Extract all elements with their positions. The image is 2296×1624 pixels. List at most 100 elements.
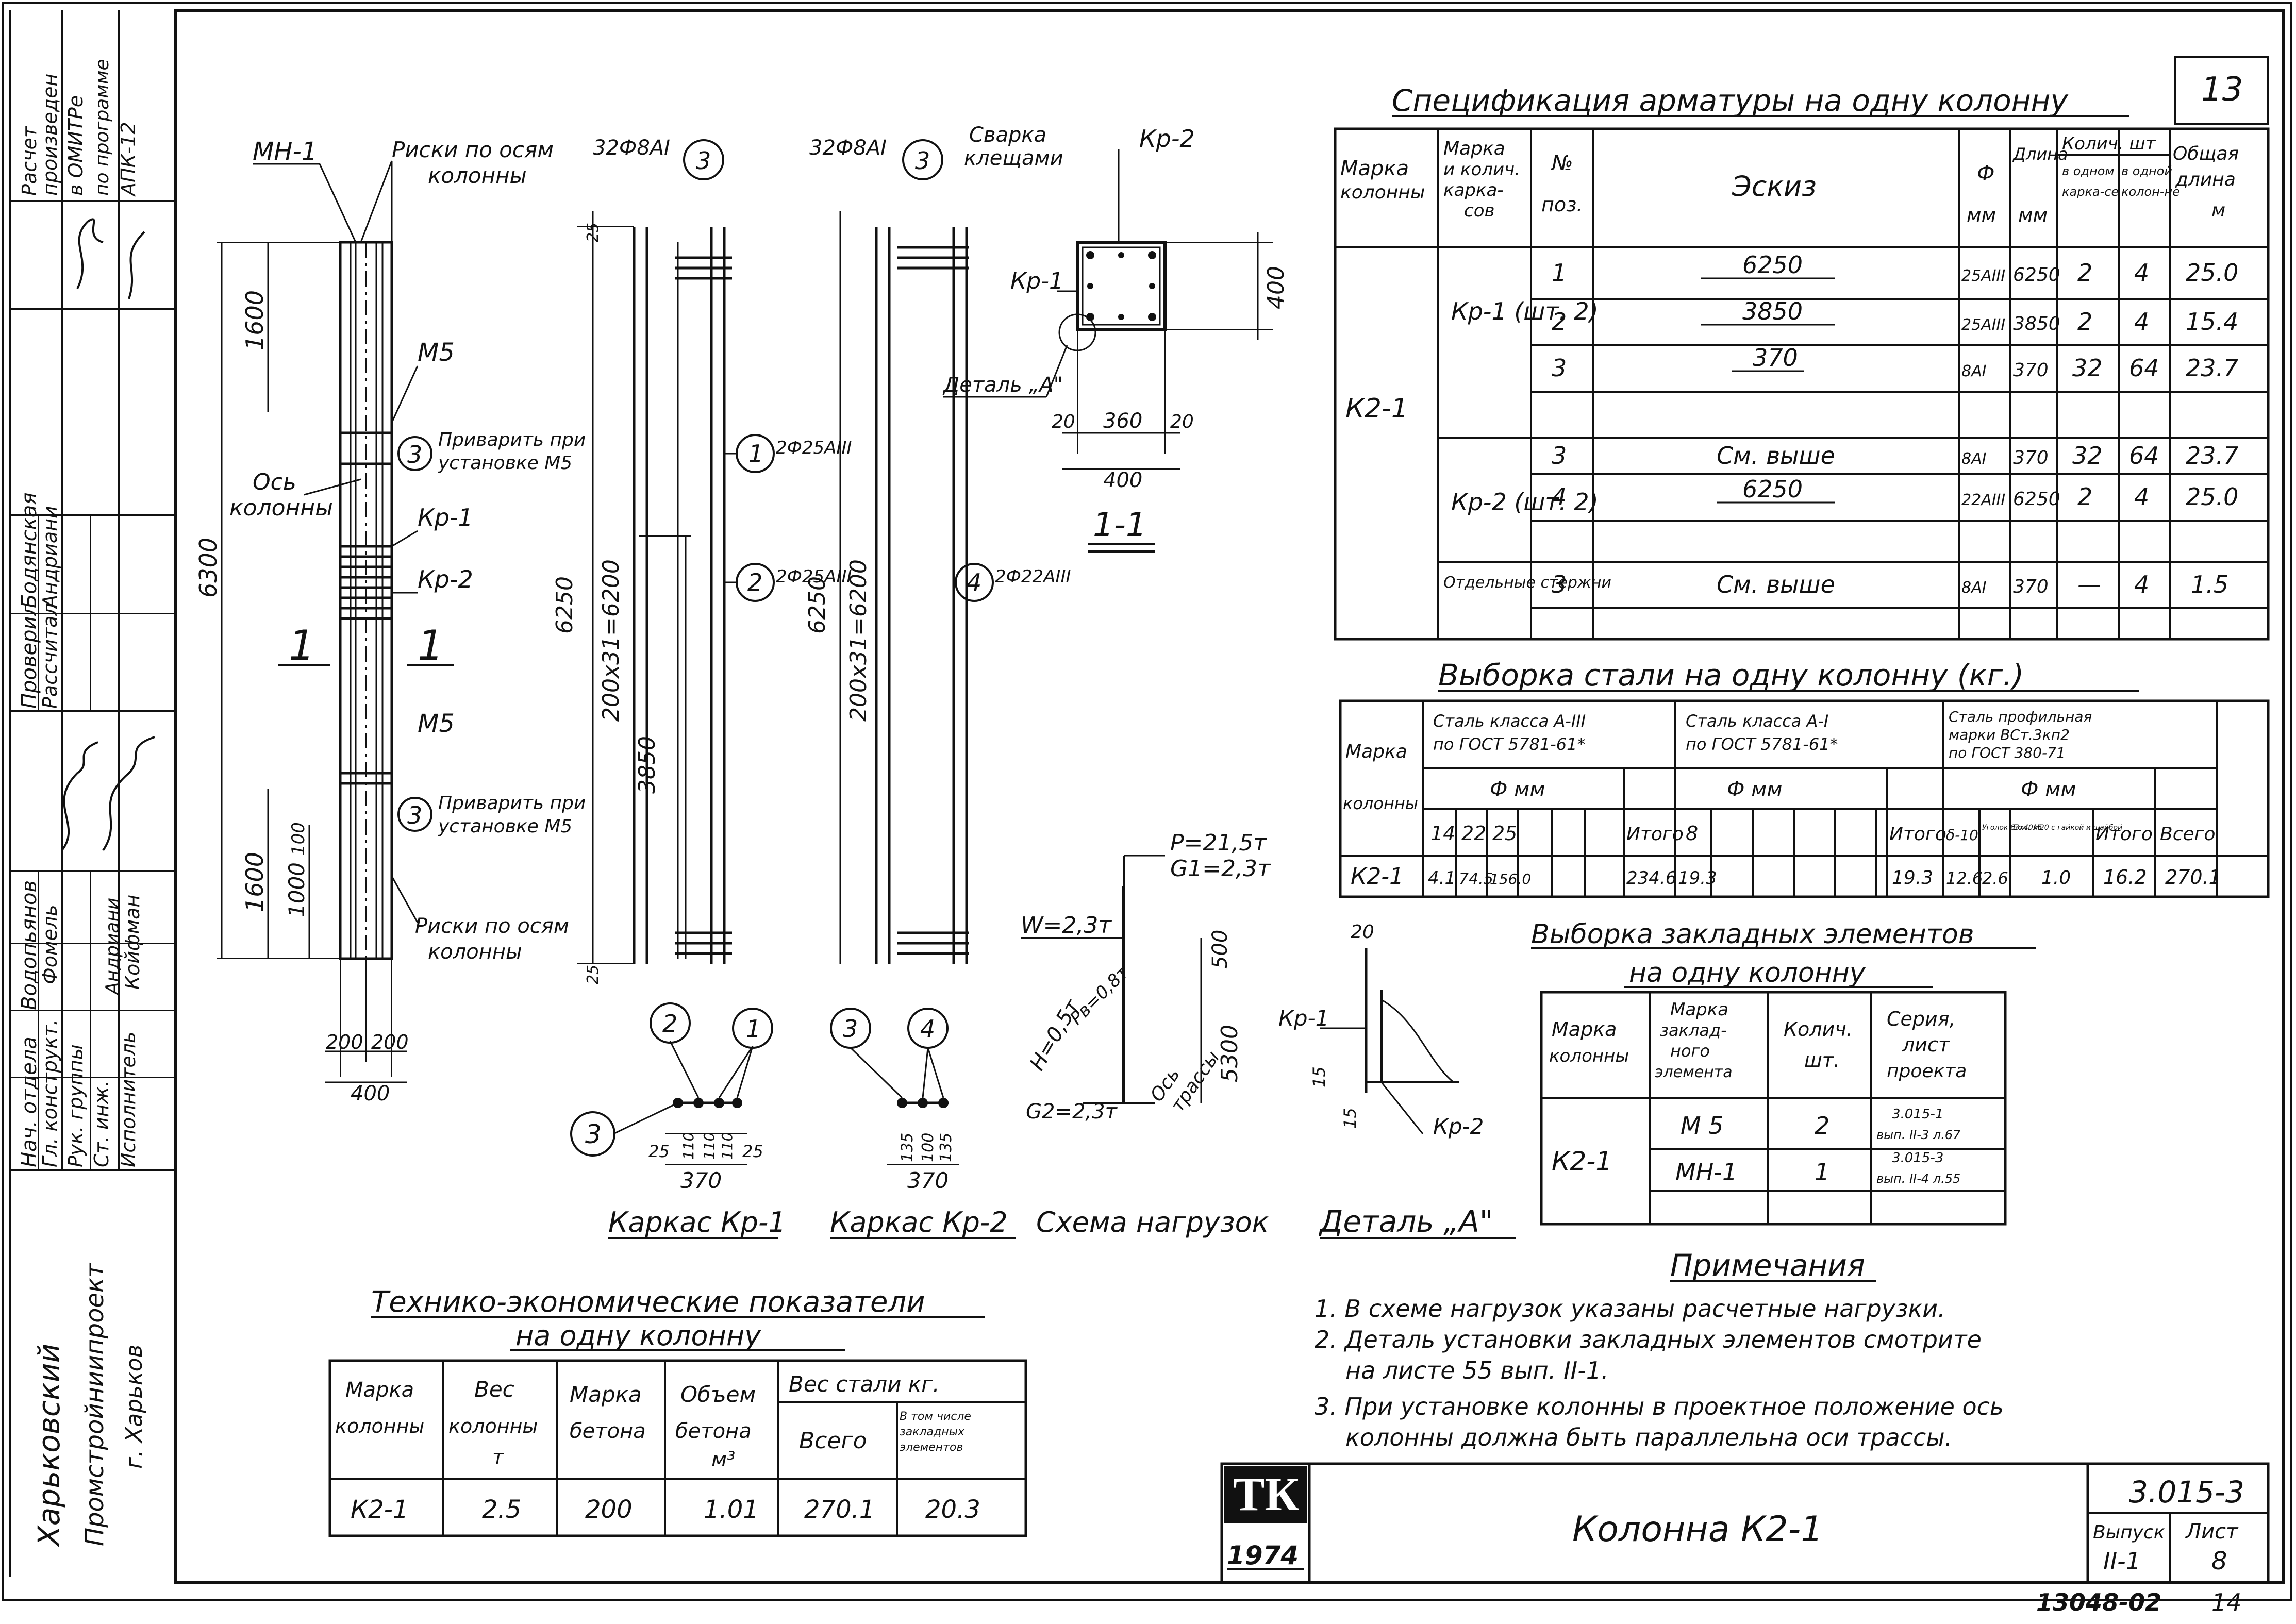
embed-r1-ser1: 3.015-3 [1892, 1150, 1943, 1166]
org-city: г. Харьков [121, 1345, 147, 1469]
steel-h-mark2: колонны [1343, 794, 1418, 813]
det-kr1: Кр-1 [1278, 1006, 1329, 1031]
calc-note-2: произведен [39, 74, 61, 196]
spec-r4-n1: 2 [2077, 483, 2092, 511]
notes-title: Примечания [1670, 1248, 1865, 1283]
spec-r1-total: 15.4 [2186, 308, 2238, 336]
spec-r5-n2: 4 [2134, 571, 2149, 598]
dim-200-left: 200 [326, 1031, 363, 1053]
spec-r0-sketch: 6250 [1742, 251, 1803, 279]
dim-370-a: 370 [680, 1168, 722, 1193]
spec-h-mark-2: колонны [1340, 182, 1425, 203]
steel-r-a3-1: 74.5 [1459, 870, 1493, 888]
footer-number: 13048-02 [2036, 1588, 2161, 1616]
title-name: Колонна К2-1 [1572, 1509, 1823, 1550]
tech-h-vtom: В том числе [900, 1410, 971, 1423]
det-15b: 15 [1340, 1108, 1360, 1129]
caption-kr1: Каркас Кр-1 [608, 1206, 786, 1238]
tech-h-ves3: т [492, 1446, 505, 1468]
label-m5-bottom: М5 [418, 709, 455, 738]
spec-h-phi: Ф [1977, 162, 1994, 186]
calc-note-3: в ОМИТРе [64, 95, 87, 196]
signature-2 [61, 741, 98, 851]
spec-h-sketch: Эскиз [1732, 170, 1817, 203]
embed-title: Выборка закладных элементов [1531, 919, 1974, 950]
embed-h-ser3: проекта [1887, 1061, 1967, 1082]
logo-tk: ТК [1233, 1468, 1299, 1520]
steel-d-bolt: Болт М20 с гайкой и шайбой [2013, 824, 2122, 832]
org-name: Харьковский [31, 1344, 66, 1548]
spec-h-len-mm: мм [2018, 204, 2048, 226]
list-number: 8 [2211, 1547, 2227, 1576]
tech-subtitle: на одну колонну [515, 1319, 761, 1352]
tech-r-zakl: 20.3 [925, 1495, 980, 1524]
spec-r0-pos: 1 [1552, 259, 1567, 287]
role-proveril: Проверил [18, 603, 41, 709]
dim-400: 400 [351, 1082, 390, 1106]
spec-table: 13 Спецификация арматуры на одну колонну [1334, 56, 2270, 641]
spec-r4-n2: 4 [2134, 483, 2149, 511]
spec-r3-len: 370 [2013, 447, 2049, 468]
spec-r2-pos: 3 [1552, 354, 1567, 382]
sheet-number-box [2174, 56, 2269, 125]
svarka-2: клещами [964, 146, 1063, 170]
bars-4: 2Ф22АIII [995, 566, 1071, 587]
embed-subtitle: на одну колонну [1629, 958, 1866, 989]
section-1-left: 1 [289, 622, 315, 669]
name-fomel: Фомель [39, 905, 61, 984]
steel-r-mark: К2-1 [1351, 863, 1404, 890]
dim-400-c: 400 [1263, 266, 1289, 309]
spec-r5-len: 370 [2013, 576, 2049, 597]
steel-r-prof-1: 2.6 [1982, 868, 2008, 888]
spec-h-count1: в одном [2062, 164, 2115, 178]
spec-r2-n2: 64 [2129, 354, 2159, 382]
embed-h-mark: Марка [1552, 1018, 1617, 1041]
load-scheme: P=21,5т G1=2,3т W=2,3т H=0,5т Pв=0,8т G2… [1021, 830, 1271, 1124]
calc-note-4: по программе [92, 59, 113, 196]
dim-200-right: 200 [371, 1031, 409, 1053]
spec-frame-3: Отдельные стержни [1443, 574, 1611, 592]
spec-r3-total: 23.7 [2186, 442, 2238, 470]
embed-h-ser2: лист [1902, 1033, 1951, 1056]
spec-r0-len: 6250 [2013, 264, 2060, 286]
tech-h-obem3: м³ [711, 1448, 735, 1471]
steel-h-mark: Марка [1345, 741, 1407, 762]
spec-col-mark: К2-1 [1345, 393, 1408, 424]
kr1-sec-25a: 25 [648, 1142, 670, 1161]
embed-h-el3: ного [1670, 1041, 1710, 1061]
steel-h-a1b: по ГОСТ 5781-61* [1686, 734, 1838, 754]
steel-d-ugol: Уголок 63х40х6 [1982, 824, 2042, 832]
steel-d-22: 22 [1461, 822, 1486, 845]
dim-6300: 6300 [194, 538, 222, 598]
steel-title: Выборка стали на одну колонну (кг.) [1438, 658, 2024, 693]
caption-detail: Деталь „А" [1318, 1204, 1493, 1239]
tech-title: Технико-экономические показатели [371, 1285, 925, 1319]
tech-h-vtom2: закладных [900, 1426, 965, 1438]
signature-1 [76, 218, 104, 289]
steel-d-8: 8 [1686, 822, 1698, 845]
spec-r4-total: 25.0 [2186, 483, 2238, 511]
embed-r0-el: М 5 [1681, 1112, 1724, 1140]
spec-r4-len: 6250 [2013, 489, 2060, 510]
dim-20-b: 20 [1170, 411, 1194, 432]
label-kr2-top: Кр-2 [1139, 125, 1195, 153]
tech-h-obem2: бетона [675, 1419, 752, 1443]
dim-6250-a: 6250 [552, 576, 578, 634]
list-label: Лист [2185, 1520, 2239, 1544]
role-isp: Исполнитель [117, 1032, 140, 1167]
label-axis-2: колонны [229, 495, 333, 521]
section-label: 1-1 [1093, 506, 1147, 544]
dim-1600-bot: 1600 [241, 852, 269, 912]
spec-r4-d: 22АIII [1961, 491, 2005, 509]
section-1-right: 1 [418, 622, 444, 669]
spec-h-count2b: колон-не [2121, 185, 2180, 199]
steel-h-prof2: марки ВСт.3кп2 [1949, 726, 2070, 743]
embed-h-ser: Серия, [1887, 1008, 1956, 1030]
kr2-sec-100: 100 [919, 1133, 937, 1162]
role-st: Ст. инж. [90, 1080, 113, 1167]
label-risk-bot-2: колонны [428, 940, 522, 964]
steel-r-a3-0: 4.1 [1428, 868, 1456, 889]
steel-h-phi3: Ф мм [2021, 778, 2076, 801]
circle-1-a: 1 [748, 440, 763, 467]
